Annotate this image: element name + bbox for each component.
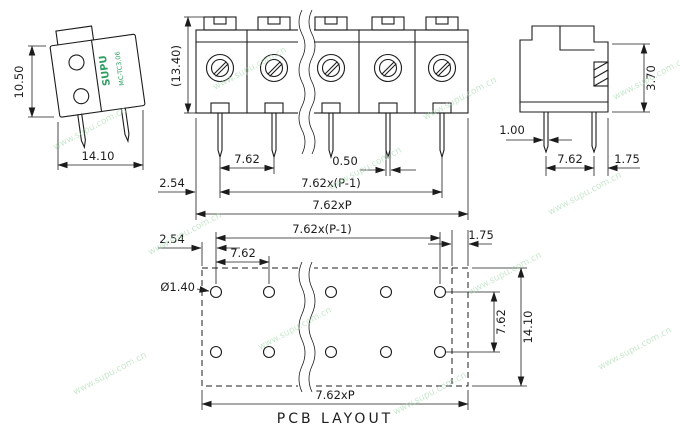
solder-pin bbox=[439, 112, 445, 160]
break-line bbox=[298, 9, 306, 155]
watermark-text: www.supu.com.cn bbox=[547, 171, 624, 218]
break-mask bbox=[298, 260, 314, 393]
dim-front-height: (13.40) bbox=[169, 45, 183, 87]
pcb-hole bbox=[379, 345, 393, 359]
pcb-hole bbox=[262, 345, 276, 359]
screw-hole-icon bbox=[68, 54, 85, 71]
connector-body bbox=[49, 33, 146, 118]
dim-front-pitch: 7.62 bbox=[234, 152, 260, 166]
right-side-view: 3.70 1.00 7.62 1.75 bbox=[499, 25, 658, 176]
watermark-text: www.supu.com.cn bbox=[257, 306, 334, 353]
break-line bbox=[308, 261, 316, 393]
dim-pcb-span: 7.62x(P-1) bbox=[292, 222, 352, 236]
terminal-position bbox=[314, 16, 348, 160]
pcb-layout-view: 7.62x(P-1) 2.54 7.62 1.75 Ø1.40 7.62 14.… bbox=[158, 222, 535, 427]
screw-icon bbox=[259, 53, 289, 83]
dim-pcb-row-pitch: 7.62 bbox=[494, 309, 508, 335]
left-side-view: SUPU MC-TC3.06 10.50 14.10 bbox=[12, 25, 146, 170]
dim-left-height: 10.50 bbox=[12, 66, 26, 99]
left-view-body: SUPU MC-TC3.06 bbox=[49, 25, 146, 150]
dim-front-edge-to-pin: 2.54 bbox=[159, 176, 185, 190]
terminal-position bbox=[203, 16, 237, 160]
solder-pin bbox=[385, 112, 391, 160]
dim-right-opening: 3.70 bbox=[644, 65, 658, 91]
model-marking: MC-TC3.06 bbox=[113, 51, 126, 86]
watermark-layer: www.supu.com.cn www.supu.com.cn www.supu… bbox=[52, 46, 680, 418]
pcb-hole bbox=[433, 345, 447, 359]
dim-pcb-edge-offset: 1.75 bbox=[468, 228, 494, 242]
screw-icon bbox=[316, 53, 346, 83]
dim-pcb-hole-dia: Ø1.40 bbox=[160, 280, 195, 294]
pcb-hole bbox=[209, 285, 223, 299]
terminal-position bbox=[425, 16, 459, 160]
watermark-text: www.supu.com.cn bbox=[72, 351, 149, 398]
screw-icon bbox=[373, 53, 403, 83]
screw-hole-icon bbox=[73, 88, 90, 105]
right-view-body bbox=[519, 25, 609, 113]
latch-tab bbox=[55, 25, 95, 46]
dim-right-pin-width: 1.00 bbox=[499, 123, 525, 137]
pcb-hole bbox=[433, 285, 447, 299]
break-line bbox=[308, 9, 316, 155]
dim-pcb-depth: 14.10 bbox=[521, 311, 535, 344]
pcb-hole bbox=[262, 285, 276, 299]
solder-pin bbox=[77, 113, 86, 150]
dim-front-span: 7.62x(P-1) bbox=[301, 176, 361, 190]
solder-pin bbox=[591, 111, 597, 154]
pcb-outline bbox=[201, 267, 469, 387]
screw-icon bbox=[205, 53, 235, 83]
pcb-hole bbox=[209, 345, 223, 359]
watermark-text: www.supu.com.cn bbox=[612, 56, 680, 103]
solder-pin bbox=[271, 112, 277, 160]
watermark-text: www.supu.com.cn bbox=[392, 371, 469, 418]
front-view: (13.40) 7.62 0.50 7.62x(P-1) 2.54 7.62xP bbox=[158, 8, 469, 220]
terminal-position bbox=[371, 16, 405, 160]
dim-pcb-pitch: 7.62 bbox=[230, 246, 256, 260]
clamp-detail bbox=[593, 61, 609, 87]
solder-pin bbox=[217, 112, 223, 160]
dim-left-width: 14.10 bbox=[82, 149, 115, 163]
solder-pin bbox=[328, 112, 334, 160]
dim-right-pitch: 7.62 bbox=[557, 152, 583, 166]
watermark-text: www.supu.com.cn bbox=[422, 76, 499, 123]
dim-right-edge: 1.75 bbox=[614, 152, 640, 166]
watermark-text: www.supu.com.cn bbox=[597, 326, 674, 373]
pcb-hole bbox=[324, 345, 338, 359]
solder-pin bbox=[543, 111, 549, 154]
dim-front-total-width: 7.62xP bbox=[312, 198, 351, 212]
solder-pin bbox=[120, 107, 130, 144]
break-mask bbox=[298, 8, 314, 156]
brand-marking: SUPU bbox=[98, 55, 113, 87]
pcb-layout-label: PCB LAYOUT bbox=[277, 411, 394, 427]
dim-pcb-edge-to-hole: 2.54 bbox=[159, 232, 185, 246]
pcb-hole bbox=[324, 285, 338, 299]
dim-front-pin-width: 0.50 bbox=[332, 154, 358, 168]
screw-icon bbox=[427, 53, 457, 83]
watermark-text: www.supu.com.cn bbox=[467, 251, 544, 298]
pcb-hole bbox=[379, 285, 393, 299]
dim-pcb-total-width: 7.62xP bbox=[315, 388, 354, 402]
break-line bbox=[298, 261, 306, 393]
terminal-position bbox=[257, 16, 291, 160]
watermark-text: www.supu.com.cn bbox=[327, 146, 404, 193]
